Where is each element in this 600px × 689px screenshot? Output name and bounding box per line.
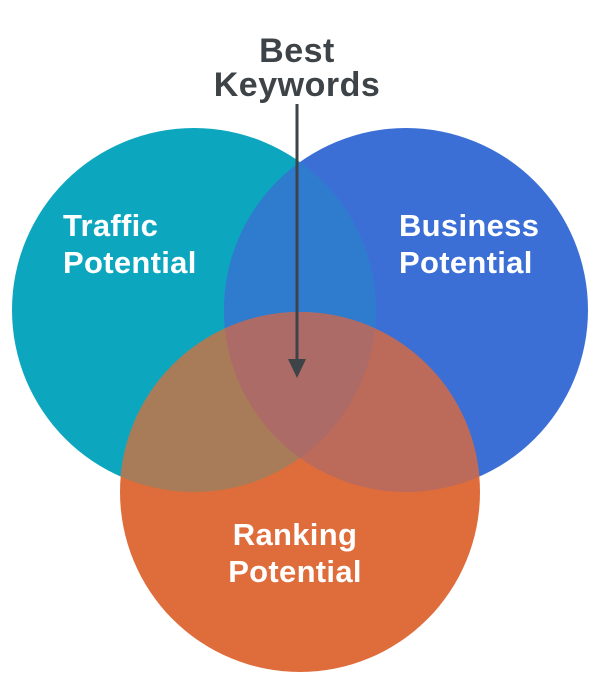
traffic-ranking-overlap	[120, 312, 376, 492]
business-ranking-overlap	[224, 312, 480, 492]
arrow-head-icon	[288, 359, 306, 378]
business-potential-label: Business Potential	[399, 208, 540, 280]
ranking-potential-label: Ranking Potential	[228, 517, 362, 589]
traffic-potential-label: Traffic Potential	[63, 208, 197, 280]
diagram-title: Best Keywords	[213, 32, 381, 104]
